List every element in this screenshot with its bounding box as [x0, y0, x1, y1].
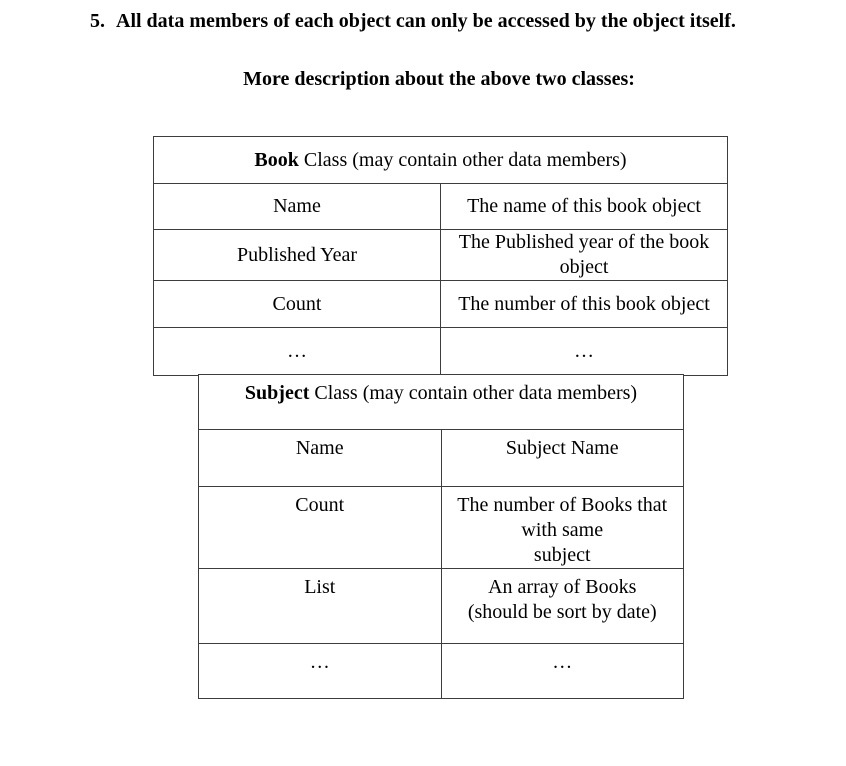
book-table-title-rest: Class (may contain other data members) [298, 148, 627, 171]
field-cell: Count [198, 486, 442, 569]
table-row: … … [153, 327, 728, 376]
subject-table-title-rest: Class (may contain other data members) [309, 382, 638, 404]
description-cell: The number of this book object [440, 280, 728, 328]
table-row: List An array of Books (should be sort b… [198, 568, 684, 644]
field-cell: Published Year [153, 229, 441, 281]
table-row: … … [198, 643, 684, 699]
description-cell: The Published year of the book object [440, 229, 728, 281]
book-class-table: Book Class (may contain other data membe… [153, 136, 728, 376]
subject-table-title-bold: Subject [244, 382, 310, 404]
book-table-title: Book Class (may contain other data membe… [153, 136, 728, 184]
description-cell: … [440, 643, 684, 699]
description-cell: An array of Books (should be sort by dat… [440, 568, 684, 644]
book-table-title-bold: Book [254, 148, 299, 171]
list-item-number: 5. [90, 10, 105, 32]
description-cell: Subject Name [440, 429, 684, 487]
field-cell: … [153, 327, 441, 376]
list-item-text: All data members of each object can only… [116, 10, 736, 32]
description-cell: The name of this book object [440, 183, 728, 230]
field-cell: … [198, 643, 442, 699]
field-cell: List [198, 568, 442, 644]
table-row: Name Subject Name [198, 429, 684, 487]
table-row: Book Class (may contain other data membe… [153, 136, 728, 184]
table-row: Subject Class (may contain other data me… [198, 374, 684, 430]
list-item-heading: 5. All data members of each object can o… [90, 10, 736, 33]
table-row: Count The number of this book object [153, 280, 728, 328]
field-cell: Name [198, 429, 442, 487]
table-row: Name The name of this book object [153, 183, 728, 230]
description-cell: … [440, 327, 728, 376]
subject-table-title: Subject Class (may contain other data me… [198, 374, 684, 430]
section-subtitle: More description about the above two cla… [243, 68, 635, 90]
table-row: Count The number of Books that with same… [198, 486, 684, 569]
field-cell: Count [153, 280, 441, 328]
field-cell: Name [153, 183, 441, 230]
description-cell: The number of Books that with same subje… [440, 486, 684, 569]
table-row: Published Year The Published year of the… [153, 229, 728, 281]
subject-class-table: Subject Class (may contain other data me… [198, 374, 684, 699]
